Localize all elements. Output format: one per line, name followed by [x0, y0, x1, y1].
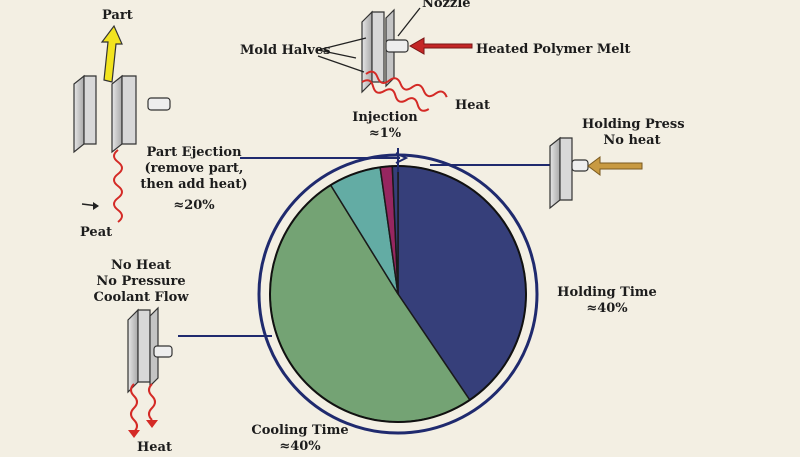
holding-press-label-group: Holding Press No heat: [582, 117, 685, 149]
injection-percent: ≈1%: [368, 126, 402, 141]
coolant-flow-label: Coolant Flow: [93, 290, 189, 305]
holding-press-label: Holding Press: [582, 117, 685, 132]
press-plate-front: [559, 137, 573, 201]
no-pressure-label: No Pressure: [96, 274, 186, 289]
mold-halves-pointer-1: [317, 37, 367, 51]
peat-label: Peat: [80, 225, 113, 240]
ejection-mold-illustration: [73, 24, 171, 223]
part-ejection-label: Part Ejection: [146, 145, 242, 160]
cooling-conditions-label-group: No Heat No Pressure Coolant Flow: [84, 258, 198, 306]
heat-arrow-head-2: [146, 420, 158, 428]
cooling-nozzle-icon: [153, 345, 173, 358]
cooling-plate-back: [127, 308, 139, 394]
heated-polymer-melt-label: Heated Polymer Melt: [476, 42, 631, 57]
press-plate-back: [549, 136, 561, 210]
cooling-plate-front: [137, 309, 151, 383]
part-up-arrow: [100, 24, 123, 83]
mold-halves-pointer-2: [317, 55, 365, 73]
left-mold-half-face: [83, 75, 97, 145]
holding-press-illustration: [549, 136, 643, 210]
nozzle-pointer: [397, 7, 421, 37]
no-heat-cooling-label: No Heat: [110, 258, 172, 273]
connector-lines: [178, 148, 560, 337]
no-heat-label: No heat: [603, 133, 661, 148]
right-mold-half: [111, 74, 123, 154]
right-mold-half-face: [121, 75, 137, 145]
peat-arrow-head: [93, 202, 99, 210]
heat-bottom-label: Heat: [137, 440, 172, 455]
cooling-time-label-group: Cooling Time ≈40%: [246, 423, 354, 455]
left-mold-half: [73, 74, 85, 154]
press-nozzle-icon: [571, 159, 589, 172]
cooling-time-label: Cooling Time: [251, 423, 349, 438]
part-label: Part: [102, 8, 133, 23]
heat-wave-icon-top-2: [361, 79, 430, 112]
melt-arrow-icon: [408, 37, 473, 55]
cooling-mold-illustration: [127, 306, 173, 438]
press-arrow-icon: [587, 156, 643, 176]
cooling-time-percent: ≈40%: [279, 439, 321, 454]
heat-top-label: Heat: [455, 98, 490, 113]
holding-time-label-group: Holding Time ≈40%: [552, 285, 662, 317]
nozzle-label: Nozzle: [422, 0, 471, 11]
holding-time-label: Holding Time: [557, 285, 657, 300]
mold-halves-label: Mold Halves: [240, 43, 331, 58]
injection-label-group: Injection ≈1%: [340, 110, 430, 142]
part-ejection-label-group: Part Ejection (remove part, then add hea…: [140, 145, 248, 214]
injection-nozzle-icon: [385, 39, 409, 53]
heat-wave-down-1: [130, 383, 138, 433]
heat-wave-icon: [113, 149, 123, 223]
part-ejection-detail-1: (remove part,: [144, 161, 244, 176]
heat-wave-icon-top: [365, 70, 448, 98]
part-ejection-percent: ≈20%: [173, 198, 215, 213]
injection-label: Injection: [352, 110, 418, 125]
nozzle-icon: [147, 97, 171, 111]
injection-mold-illustration: [317, 7, 473, 112]
mold-halves-pointer-3: [317, 49, 357, 59]
cycle-pie-chart: [269, 165, 527, 423]
ejection-connector-arrow: [395, 152, 409, 164]
holding-time-percent: ≈40%: [586, 301, 628, 316]
heat-wave-down-2: [148, 383, 156, 421]
part-ejection-detail-2: then add heat): [140, 177, 248, 192]
heat-arrow-head-1: [128, 430, 140, 438]
